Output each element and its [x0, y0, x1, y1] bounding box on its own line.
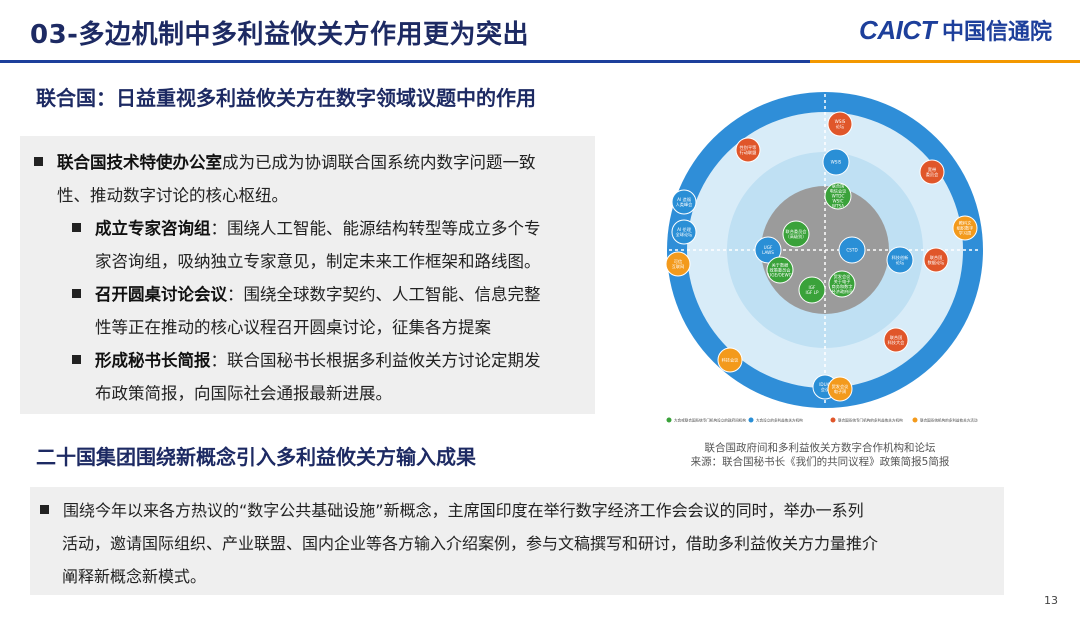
middle-node-label-2: CSTD [846, 247, 857, 252]
section2-text: 围绕今年以来各方热议的“数字公共基础设施”新概念，主席国印度在举行数字经济工作会… [63, 501, 864, 520]
inner-node-0 [824, 182, 852, 210]
inner-node-1 [782, 220, 810, 248]
header-divider [0, 60, 1080, 63]
sub-bullet-3-text: ：联合国秘书长根据多利益攸关方讨论定期发 [210, 351, 541, 370]
outer-node-7 [665, 251, 691, 277]
outer-node-label-7: 可信互联网 [672, 258, 685, 270]
section2-box [30, 487, 1004, 595]
section2-line3: 阐释新概念新模式。 [62, 567, 207, 586]
sub-bullet-1: 成立专家咨询组：围绕人工智能、能源结构转型等成立多个专 [72, 212, 541, 245]
outer-node-2 [919, 159, 945, 185]
bullet-main-text: 成为已成为协调联合国系统内数字问题一致 [222, 153, 536, 172]
sub-bullet-1-cont: 家咨询组，吸纳独立专家意见，制定未来工作框架和路线图。 [95, 252, 541, 271]
page-number: 13 [1044, 594, 1058, 607]
bullet-square-icon [72, 355, 81, 364]
caict-logo: CAICT 中国信通院 [859, 14, 1052, 46]
inner-node-label-1: 联合委员会（高级别） [786, 228, 808, 240]
caption-title: 联合国政府间和多利益攸关方数字合作机构和论坛 [704, 442, 936, 454]
legend-swatch-1 [748, 417, 754, 423]
middle-node-3 [886, 246, 914, 274]
inner-node-3 [798, 276, 826, 304]
legend-label-3: 联合国系统机构的多利益攸关方活动 [920, 418, 978, 423]
middle-node-2 [838, 236, 866, 264]
bullet-square-icon [34, 157, 43, 166]
outer-node-8 [883, 327, 909, 353]
outer-node-11 [827, 376, 853, 402]
section2-heading: 二十国集团围绕新概念引入多利益攸关方输入成果 [36, 445, 476, 469]
sub-bullet-2-text: ：围绕全球数字契约、人工智能、信息完整 [227, 285, 541, 304]
bullet-main: 联合国技术特使办公室成为已成为协调联合国系统内数字问题一致 [34, 146, 536, 179]
inner-node-2 [766, 256, 794, 284]
bullet-main-cont: 性、推动数字讨论的核心枢纽。 [57, 186, 288, 205]
sub-bullet-3-bold: 形成秘书长简报 [95, 351, 211, 370]
legend-label-2: 联合国系统专门机构的多利益攸关方机构 [838, 418, 903, 423]
legend-swatch-3 [912, 417, 918, 423]
bullet-main-bold: 联合国技术特使办公室 [57, 153, 222, 172]
outer-node-5 [671, 219, 697, 245]
section1-heading: 联合国：日益重视多利益攸关方在数字领域议题中的作用 [36, 86, 536, 110]
middle-node-1 [754, 236, 782, 264]
bullet-square-icon [72, 289, 81, 298]
sub-bullet-1-text: ：围绕人工智能、能源结构转型等成立多个专 [210, 219, 541, 238]
middle-node-0 [822, 148, 850, 176]
section1-box [20, 136, 595, 414]
middle-node-label-0: WSIS [831, 159, 842, 164]
outer-node-label-6: 联合国数据论坛 [928, 254, 945, 266]
outer-node-label-11: 贸发会议电子周 [832, 383, 850, 395]
outer-node-label-5: AI 伦理全球论坛 [676, 226, 693, 238]
middle-node-label-3: 科技创新论坛 [892, 254, 909, 266]
sub-bullet-2-bold: 召开圆桌讨论会议 [95, 285, 227, 304]
bullet-square-icon [72, 223, 81, 232]
section2-line1: 围绕今年以来各方热议的“数字公共基础设施”新概念，主席国印度在举行数字经济工作会… [40, 494, 864, 527]
sub-bullet-2: 召开圆桌讨论会议：围绕全球数字契约、人工智能、信息完整 [72, 278, 541, 311]
outer-node-6 [923, 247, 949, 273]
sub-bullet-1-bold: 成立专家咨询组 [95, 219, 211, 238]
outer-node-label-1: 性别平等行动联盟 [740, 144, 757, 156]
sub-bullet-2-cont: 性等正在推动的核心议程召开圆桌讨论，征集各方提案 [95, 318, 491, 337]
diagram-legend: 大会或联合国系统专门机构设立的政府间机构 大会设立的多利益攸关方机构 联合国系统专门… [666, 417, 978, 423]
bullet-square-icon [40, 505, 49, 514]
outer-node-4 [952, 215, 978, 241]
inner-node-4 [828, 270, 856, 298]
legend-label-0: 大会或联合国系统专门机构设立的政府间机构 [674, 418, 746, 423]
diagram-caption: 联合国政府间和多利益攸关方数字合作机构和论坛 来源：联合国秘书长《我们的共同议程… [655, 441, 985, 469]
outer-node-3 [671, 189, 697, 215]
outer-node-0 [827, 111, 853, 137]
outer-node-label-9: 科技会议 [722, 356, 740, 363]
caption-source: 来源：联合国秘书长《我们的共同议程》政策简报5简报 [690, 456, 950, 468]
logo-en-text: CAICT [859, 14, 936, 45]
outer-node-label-8: 联合国科技大会 [888, 334, 906, 346]
sub-bullet-3: 形成秘书长简报：联合国秘书长根据多利益攸关方讨论定期发 [72, 344, 541, 377]
outer-node-label-3: AI 造福人类峰会 [676, 196, 694, 208]
legend-swatch-0 [666, 417, 672, 423]
outer-node-label-2: 宽带委员会 [926, 166, 939, 178]
section2-line2: 活动，邀请国际组织、产业联盟、国内企业等各方输入介绍案例，参与文稿撰写和研讨，借… [62, 534, 879, 553]
page-title: 03-多边机制中多利益攸关方作用更为突出 [30, 20, 529, 50]
outer-node-1 [735, 137, 761, 163]
logo-cn-text: 中国信通院 [941, 20, 1052, 45]
legend-label-1: 大会设立的多利益攸关方机构 [756, 418, 803, 423]
outer-node-9 [717, 347, 743, 373]
outer-node-label-4: 教科文组织数字学习周 [957, 219, 974, 236]
header-divider-accent [810, 60, 1080, 63]
sub-bullet-3-cont: 布政策简报，向国际社会通报最新进展。 [95, 384, 392, 403]
inner-node-label-4: 贸发会议关于电子商务和数字经济政府间 [832, 273, 853, 295]
legend-swatch-2 [830, 417, 836, 423]
